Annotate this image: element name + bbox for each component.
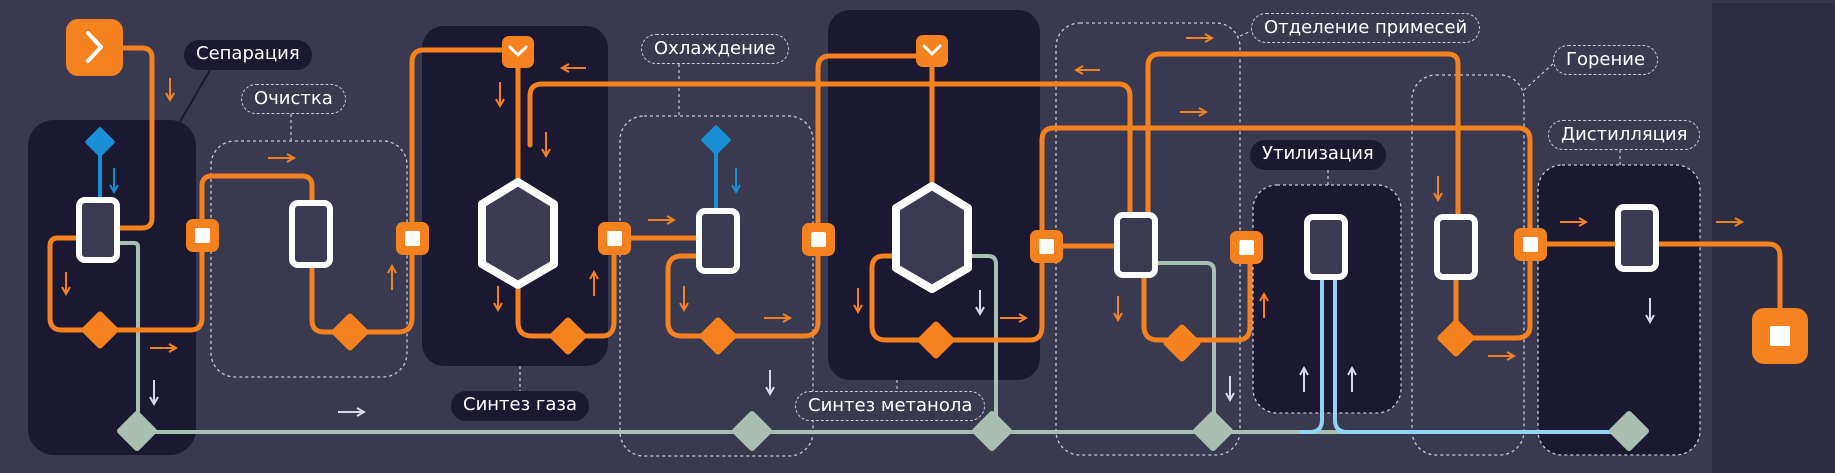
panel-separation: [28, 120, 196, 455]
feed-diamond-2: [701, 125, 731, 155]
chevron-down-icon[interactable]: [502, 36, 534, 68]
return-diamond: [1193, 411, 1233, 451]
junction-diamond: [549, 317, 587, 355]
finish-button[interactable]: [1752, 308, 1808, 364]
unit-separation[interactable]: [76, 197, 120, 263]
unit-cleaning[interactable]: [289, 200, 333, 268]
junction-diamond: [331, 313, 369, 351]
junction-diamond: [699, 317, 737, 355]
feed-diamond-1: [85, 127, 115, 157]
junction-diamond: [1437, 319, 1475, 357]
return-diamond: [1609, 411, 1649, 451]
flow-meth-loop: [869, 243, 1045, 343]
panel-distillation: [1538, 165, 1700, 455]
flow-clean-top: [199, 173, 315, 239]
flow-meth-top: [815, 53, 935, 241]
return-impurity: [1150, 261, 1216, 432]
label-distillation: Дистилляция: [1548, 120, 1701, 150]
unit-combustion[interactable]: [1434, 214, 1478, 280]
group-combustion: [1411, 74, 1525, 456]
flow-gas-top: [409, 47, 521, 239]
group-utilization: [1252, 184, 1402, 414]
label-impurity-separation: Отделение примесей: [1251, 13, 1481, 43]
reactor-methanol[interactable]: [892, 182, 972, 293]
label-gas-synthesis: Синтез газа: [451, 391, 589, 421]
flow-cool-out: [715, 235, 821, 339]
return-diamond: [972, 411, 1012, 451]
unit-cooling[interactable]: [696, 208, 740, 274]
return-methanol: [960, 254, 998, 432]
return-separation: [120, 241, 140, 432]
junction-diamond: [81, 311, 119, 349]
label-methanol-synthesis: Синтез метанола: [795, 391, 986, 421]
chevron-down-icon[interactable]: [916, 35, 948, 67]
leader-combustion: [1523, 61, 1556, 91]
label-combustion: Горение: [1553, 45, 1659, 75]
label-utilization: Утилизация: [1250, 140, 1386, 170]
unit-utilization[interactable]: [1304, 214, 1348, 280]
panel-utilization: [1253, 185, 1401, 413]
flow-impurity-top: [1039, 125, 1533, 249]
group-cleaning: [210, 140, 408, 378]
chevron-right-icon[interactable]: [66, 19, 123, 76]
reactor-gas-synthesis[interactable]: [478, 178, 558, 289]
flow-cool-loop: [665, 253, 721, 339]
label-separation: Сепарация: [184, 40, 312, 70]
flow-to-finish: [1653, 241, 1783, 313]
right-strip: [1712, 3, 1835, 473]
flow-start: [117, 45, 155, 231]
flow-sep-loop: [47, 235, 105, 333]
label-cleaning: Очистка: [241, 84, 346, 114]
junction-diamond: [1163, 324, 1201, 362]
flow-recycle-top: [527, 81, 1133, 219]
leader-separation: [179, 69, 211, 123]
unit-impurity[interactable]: [1114, 212, 1158, 278]
label-cooling: Охлаждение: [641, 34, 789, 64]
return-diamond: [117, 411, 157, 451]
unit-distillation[interactable]: [1615, 204, 1659, 272]
group-distillation: [1537, 164, 1701, 456]
blue-line-a: [1300, 277, 1324, 434]
blue-line-b: [1333, 277, 1626, 434]
group-cooling: [619, 115, 814, 457]
start-button[interactable]: [66, 19, 123, 76]
junction-diamond: [917, 321, 955, 359]
return-diamond: [732, 411, 772, 451]
flow-impurity-upper: [1145, 51, 1461, 219]
flow-sep-out: [99, 235, 205, 333]
